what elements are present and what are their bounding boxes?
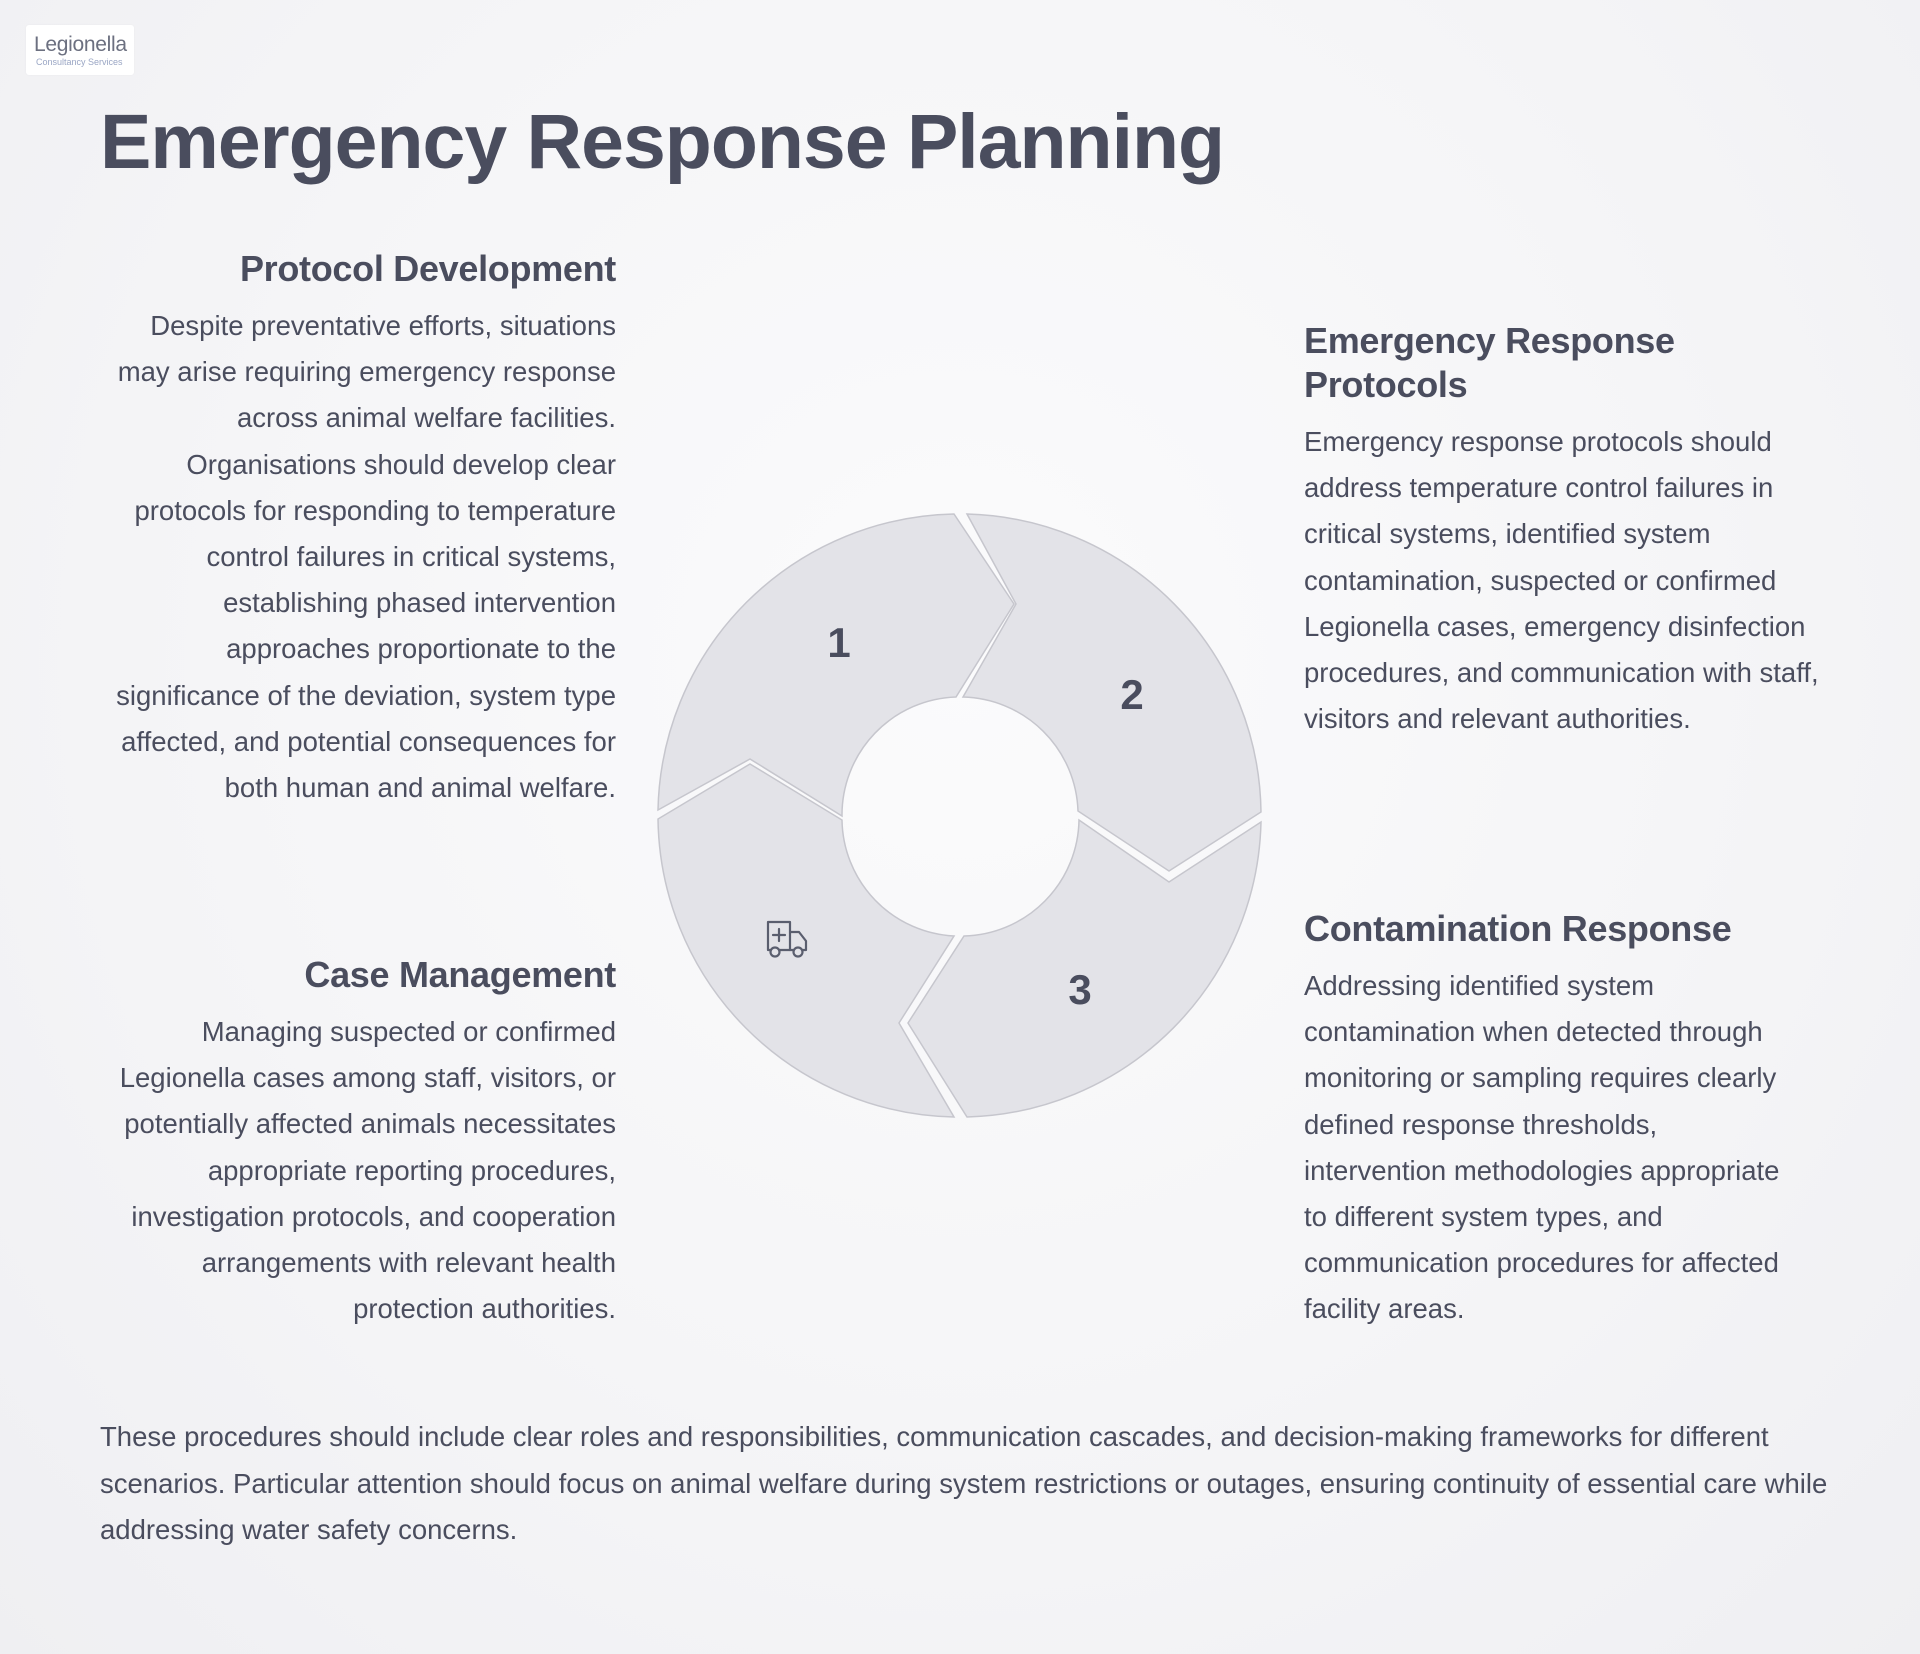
company-logo: Legionella Consultancy Services bbox=[26, 25, 134, 75]
emergency-response-protocols-block: Emergency Response Protocols Emergency r… bbox=[1304, 319, 1844, 742]
protocol-development-heading: Protocol Development bbox=[239, 248, 616, 289]
cycle-segment-bottom-right bbox=[907, 818, 1262, 1118]
case-management-text: Managing suspected or confirmed Legionel… bbox=[119, 1016, 616, 1325]
cycle-label-3: 3 bbox=[1068, 966, 1091, 1013]
footer-paragraph: These procedures should include clear ro… bbox=[100, 1421, 1828, 1545]
page-title: Emergency Response Planning bbox=[100, 99, 1225, 185]
protocol-development-block: Protocol Development Despite preventativ… bbox=[96, 247, 616, 811]
contamination-response-heading: Contamination Response bbox=[1304, 908, 1732, 949]
logo-wordmark: Legionella bbox=[34, 33, 127, 56]
cycle-label-2: 2 bbox=[1120, 671, 1143, 718]
ambulance-icon bbox=[766, 920, 808, 958]
protocol-development-text: Despite preventative efforts, situations… bbox=[116, 310, 616, 804]
logo-tagline: Consultancy Services bbox=[36, 57, 123, 67]
cycle-label-1: 1 bbox=[827, 619, 850, 666]
emergency-response-protocols-heading: Emergency Response Protocols bbox=[1304, 320, 1675, 405]
case-management-heading: Case Management bbox=[304, 954, 616, 995]
cycle-segment-top-left bbox=[657, 513, 1015, 818]
cycle-segment-top-right bbox=[961, 513, 1262, 872]
contamination-response-text: Addressing identified system contaminati… bbox=[1304, 970, 1780, 1325]
contamination-response-block: Contamination Response Addressing identi… bbox=[1304, 907, 1804, 1333]
case-management-block: Case Management Managing suspected or co… bbox=[96, 953, 617, 1332]
emergency-response-protocols-text: Emergency response protocols should addr… bbox=[1304, 426, 1819, 735]
